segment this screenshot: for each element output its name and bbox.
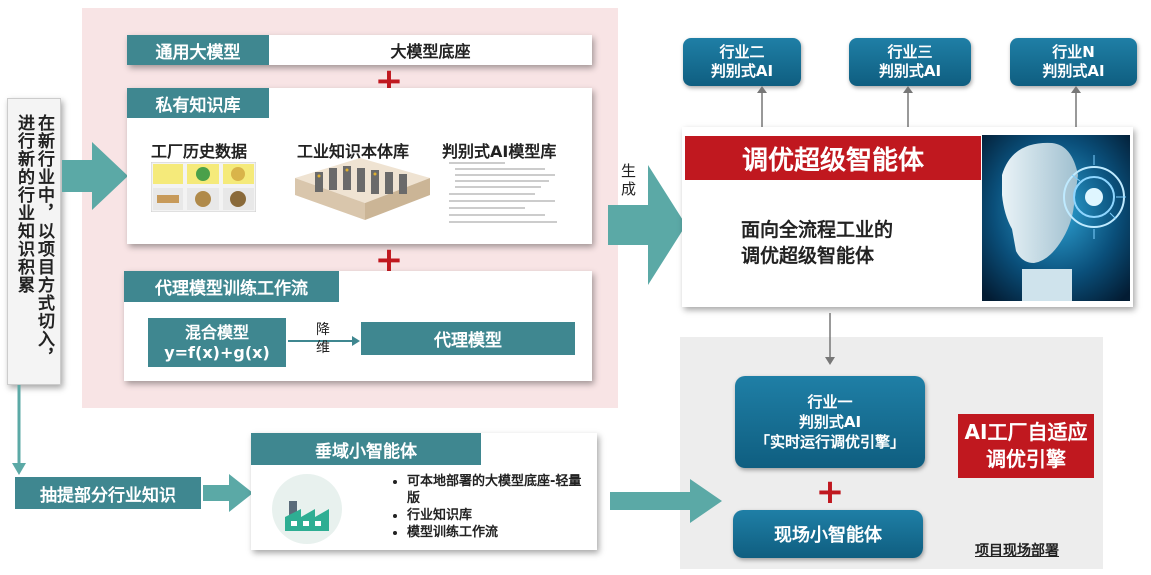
industry-one-box: 行业一 判别式AI 「实时运行调优引擎」 [735,376,925,468]
site-agent-box: 现场小智能体 [733,510,923,558]
extract-knowledge-box: 抽提部分行业知识 [15,477,201,509]
left-vertical-box: 在新行业中，以项目方式切入，进行新的行业知识积累 [7,98,61,385]
up-arrow [757,86,767,132]
arrow-agent-to-site [610,479,722,523]
deploy-label: 项目现场部署 [975,543,1059,559]
arrow-extract-to-agent [203,474,253,512]
vertical-agent-bullets: 可本地部署的大模型底座-轻量版 行业知识库 模型训练工作流 [391,473,591,541]
bullet-item: 行业知识库 [407,507,591,524]
up-arrow [1071,86,1081,132]
super-agent-desc-line1: 面向全流程工业的 [741,219,894,241]
kb-item-label: 判别式AI模型库 [442,142,557,161]
ai-factory-text: AI工厂自适应调优引擎 [964,420,1088,471]
mixed-model-box: 混合模型 y=f(x)+g(x) [148,318,286,367]
left-vertical-text: 在新行业中，以项目方式切入，进行新的行业知识积累 [14,114,54,366]
industry-name: 行业二 [719,43,765,61]
up-arrow [903,86,913,132]
reduce-arrow [288,336,360,346]
kb-item-label: 工厂历史数据 [151,142,248,161]
industry-name: 行业三 [887,43,933,61]
bullet-item: 可本地部署的大模型底座-轻量版 [407,473,591,507]
proxy-workflow-tag: 代理模型训练工作流 [124,271,339,302]
general-model-content: 大模型底座 [390,42,471,61]
arrow-left-to-kb [62,142,128,210]
industry-type: 判别式AI [1042,62,1105,80]
ai-robot-illustration [982,135,1130,301]
private-kb-card: 私有知识库 工厂历史数据 工业知识本体库 判别式AI模型库 [127,88,592,244]
industry-type: 判别式AI [710,62,774,80]
private-kb-tag: 私有知识库 [127,88,269,118]
industry-one-type: 判别式AI [798,413,862,431]
factory-icon [272,474,342,544]
generate-label: 生成 [620,160,638,200]
industry-two-box: 行业二 判别式AI [683,38,801,86]
mixed-model-formula: y=f(x)+g(x) [164,342,270,362]
factory-data-image [151,162,256,212]
ontology-server-image [295,158,430,220]
bullet-item: 模型训练工作流 [407,524,591,541]
ai-factory-box: AI工厂自适应调优引擎 [958,414,1094,478]
proxy-model-box: 代理模型 [361,322,575,355]
generate-arrow [608,165,686,285]
proxy-workflow-card: 代理模型训练工作流 混合模型 y=f(x)+g(x) 降维 代理模型 [124,271,592,381]
industry-type: 判别式AI [878,62,942,80]
down-arrow [825,313,835,365]
super-agent-desc-line2: 调优超级智能体 [741,245,875,267]
model-library-image [449,162,557,223]
industry-n-box: 行业N 判别式AI [1010,38,1137,86]
industry-three-box: 行业三 判别式AI [849,38,971,86]
plus-icon: + [815,472,845,512]
left-down-arrow [12,385,26,475]
industry-one-name: 行业一 [807,393,853,411]
mixed-model-title: 混合模型 [184,322,249,342]
vertical-agent-card: 垂域小智能体 可本地部署的大模型底座-轻量版 行业知识库 模型训练工作流 [251,433,597,550]
general-model-tag: 通用大模型 [127,35,269,65]
kb-item-label: 工业知识本体库 [297,142,410,161]
super-agent-card: 调优超级智能体 面向全流程工业的 调优超级智能体 [682,127,1133,307]
vertical-agent-tag: 垂域小智能体 [251,433,481,465]
general-model-card: 通用大模型 大模型底座 [127,35,592,65]
industry-name: 行业N [1052,43,1095,61]
industry-one-engine: 「实时运行调优引擎」 [754,433,905,451]
reduce-label: 降维 [316,322,330,356]
super-agent-title: 调优超级智能体 [685,136,981,180]
